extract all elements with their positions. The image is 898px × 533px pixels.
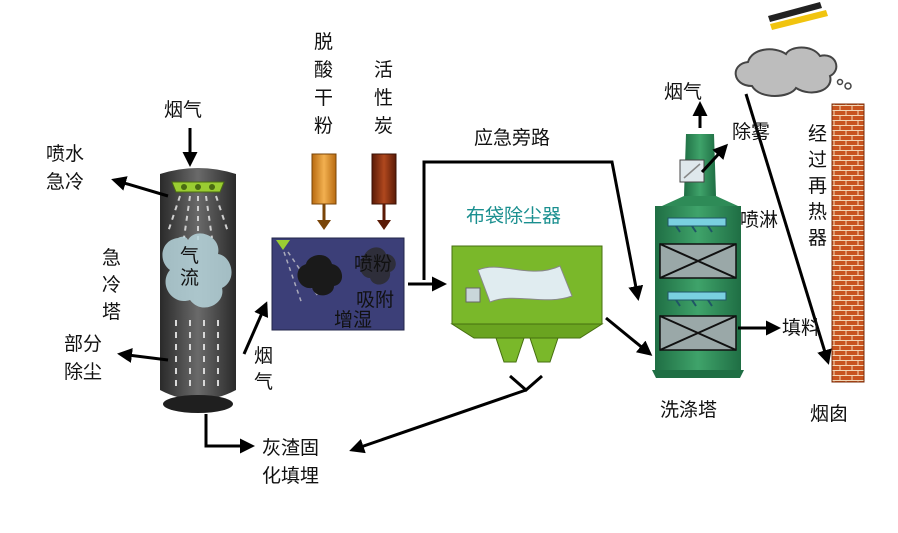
label-flue-gas-mid-1: 烟 (254, 345, 273, 367)
label-quench-tower-3: 塔 (102, 301, 121, 323)
carbon-hopper (371, 153, 397, 230)
chimney-stack (831, 103, 865, 383)
label-spray: 喷淋 (740, 209, 778, 231)
ash-collector-v (509, 374, 543, 392)
label-humidify: 增湿 (334, 309, 372, 331)
label-reheater-5: 器 (808, 227, 827, 249)
label-reheater-4: 热 (808, 201, 827, 223)
scrubber-tower (652, 134, 744, 378)
label-demist: 除雾 (732, 121, 770, 143)
flow-arrows (111, 93, 832, 454)
quench-tower (160, 168, 236, 413)
packing-bed-lower (659, 315, 737, 351)
label-gas-flow-2: 流 (180, 267, 199, 289)
label-carbon-1: 活 (374, 59, 393, 81)
label-flue-gas-right: 烟气 (664, 81, 702, 103)
reactor-chamber (271, 237, 405, 331)
label-quench-tower-2: 冷 (102, 274, 121, 296)
packing-bed-upper (659, 243, 737, 279)
label-water-spray-2: 急冷 (46, 171, 84, 193)
label-carbon-2: 性 (374, 87, 393, 109)
label-deacid-1: 脱 (314, 31, 333, 53)
smoke-streak-icon (768, 2, 828, 30)
label-gas-flow-1: 气 (180, 245, 199, 267)
label-chimney: 烟囱 (810, 403, 848, 425)
arrow-emergency-bypass (422, 160, 644, 301)
label-quench-tower-1: 急 (102, 247, 121, 269)
label-deacid-4: 粉 (314, 115, 333, 137)
gas-flow-cloud (162, 233, 232, 308)
label-reheater-1: 经 (808, 123, 827, 145)
filter-bag-icon (477, 265, 573, 303)
arrow-ash-bagfilter (349, 388, 527, 454)
label-carbon-3: 炭 (374, 115, 393, 137)
arrow-to-scrubber (605, 316, 653, 356)
reactor-nozzle-icon (276, 240, 290, 250)
label-water-spray-1: 喷水 (46, 143, 84, 165)
arrow-ash-tower (204, 414, 255, 454)
arrow-quench-out (111, 176, 169, 198)
deacid-hopper (311, 153, 337, 230)
label-reheater-3: 再 (808, 175, 827, 197)
arrow-demist (700, 143, 729, 174)
label-flue-gas-mid-2: 气 (254, 371, 273, 393)
label-spray-powder: 喷粉 (354, 253, 392, 275)
spray-header-lower-icon (667, 291, 727, 307)
powder-cloud-icon (297, 254, 343, 296)
quench-nozzle-icon (171, 181, 225, 193)
spray-header-icon (667, 217, 727, 233)
smoke-cloud-icon (734, 46, 852, 97)
demist-box-icon (679, 159, 705, 183)
label-adsorption: 吸附 (356, 289, 394, 311)
label-deacid-3: 干 (314, 87, 333, 109)
spray-lines (167, 195, 229, 240)
arrow-partial-dust (117, 348, 169, 363)
arrow-to-chimney (744, 93, 832, 365)
label-scrubber: 洗涤塔 (660, 399, 717, 421)
label-packing: 填料 (782, 317, 820, 339)
label-deacid-2: 酸 (314, 59, 333, 81)
label-flue-gas-top: 烟气 (164, 99, 202, 121)
label-ash-2: 化填埋 (262, 465, 319, 487)
label-reheater-2: 过 (808, 149, 827, 171)
label-bag-filter: 布袋除尘器 (466, 205, 561, 227)
carbon-cloud-icon (359, 247, 396, 285)
label-partial-dust-1: 部分 (64, 333, 102, 355)
label-ash-1: 灰渣固 (262, 437, 319, 459)
label-partial-dust-2: 除尘 (64, 361, 102, 383)
bag-filter (450, 245, 604, 363)
label-emergency-bypass: 应急旁路 (474, 127, 550, 149)
arrow-to-reactor (242, 301, 269, 355)
